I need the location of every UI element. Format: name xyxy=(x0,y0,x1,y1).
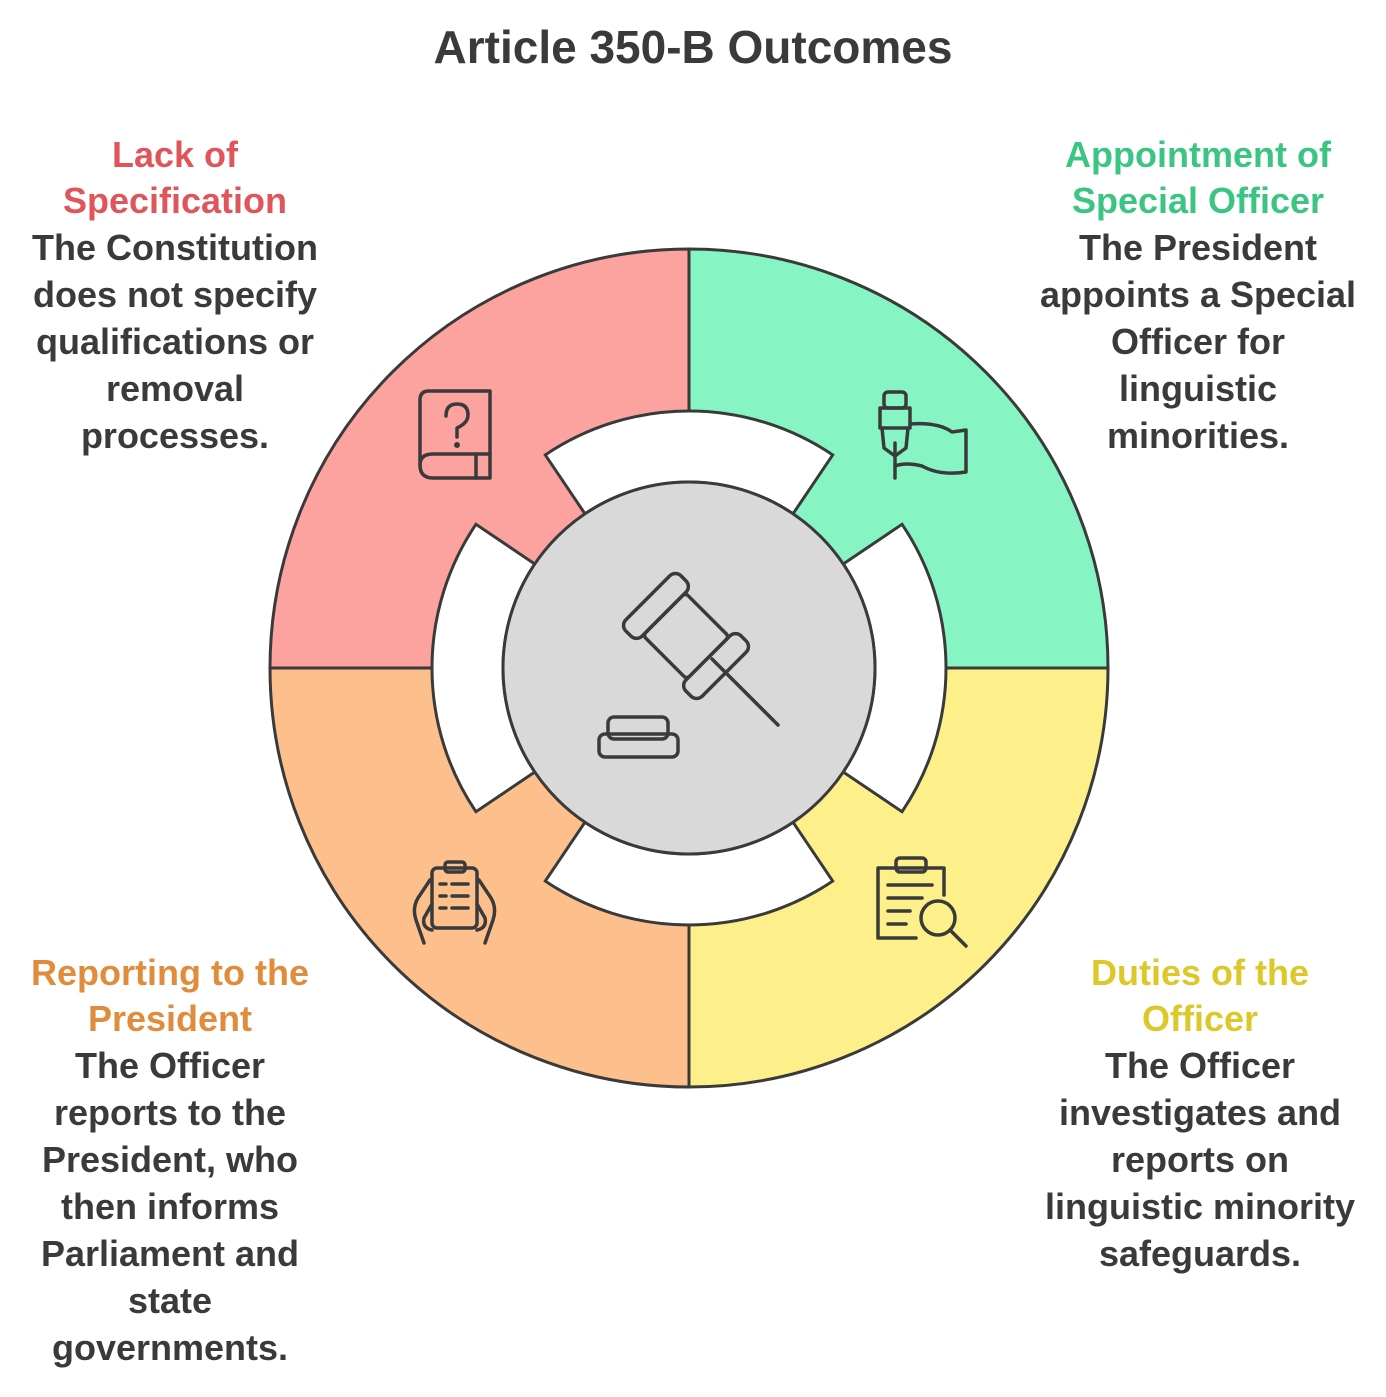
section-appointment: Appointment of Special Officer The Presi… xyxy=(1028,132,1368,459)
section-description: The Officer reports to the President, wh… xyxy=(40,1045,300,1368)
section-description: The Officer investigates and reports on … xyxy=(1044,1045,1356,1274)
pen-flag-icon xyxy=(878,390,968,480)
section-description: The Constitution does not specify qualif… xyxy=(32,227,318,456)
page-title: Article 350-B Outcomes xyxy=(433,21,953,73)
section-description: The President appoints a Special Officer… xyxy=(1039,227,1357,456)
center-circle xyxy=(501,480,877,856)
section-heading: Reporting to the President xyxy=(31,952,309,1039)
section-heading: Appointment of Special Officer xyxy=(1065,134,1331,221)
section-heading: Lack of Specification xyxy=(62,134,288,221)
gavel-icon xyxy=(597,571,780,759)
section-heading: Duties of the Officer xyxy=(1090,952,1309,1039)
section-lack: Lack of Specification The Constitution d… xyxy=(15,132,335,459)
section-duties: Duties of the Officer The Officer invest… xyxy=(1030,950,1370,1277)
section-reporting: Reporting to the President The Officer r… xyxy=(10,950,330,1371)
clipboard-search-icon xyxy=(876,856,968,948)
question-book-icon xyxy=(418,389,492,480)
report-hands-icon xyxy=(412,860,497,945)
